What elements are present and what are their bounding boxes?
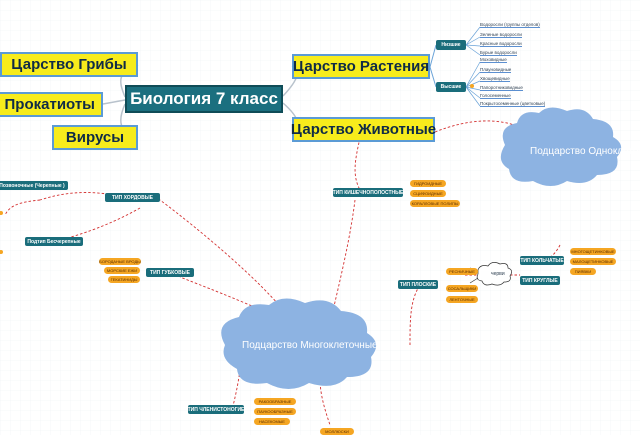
sponge-item-0[interactable]: БОРОДАНЫЕ ВРОДЫ — [99, 258, 141, 265]
lower-item-3[interactable]: Бурые водоросли — [480, 50, 517, 56]
arthropod-item-2[interactable]: НАСЕКОМЫЕ — [254, 418, 290, 425]
multicellular-cloud — [221, 298, 377, 389]
flatworm-item-0[interactable]: РЕСНИЧНЫЕ — [446, 268, 478, 275]
type-chordates[interactable]: ТИП ХОРДОВЫЕ — [105, 193, 160, 202]
lower-item-1[interactable]: Зеленые водоросли — [480, 32, 522, 38]
unicellular-label[interactable]: Подцарство Одноклеточн — [530, 146, 640, 157]
lower-item-2[interactable]: Красные водоросли — [480, 41, 522, 47]
mollusk-item[interactable]: МОЛЛЮСКИ — [320, 428, 354, 435]
type-flatworms[interactable]: ТИП ПЛОСКИЕ — [398, 280, 438, 289]
kingdom-fungi-node[interactable]: Царство Грибы — [0, 52, 138, 77]
higher-item-3[interactable]: Папоротниковидные — [480, 85, 523, 91]
coelenterate-item-1[interactable]: СЦИФОИДНЫЕ — [410, 190, 446, 197]
type-annelids[interactable]: ТИП КОЛЬЧАТЫЕ — [520, 256, 564, 265]
type-roundworms[interactable]: ТИП КРУГЛЫЕ — [520, 276, 560, 285]
kingdom-plants-node[interactable]: Царство Растения — [292, 54, 430, 79]
viruses-node[interactable]: Вирусы — [52, 125, 138, 150]
unicellular-cloud — [500, 107, 622, 186]
higher-marker — [470, 84, 474, 88]
coelenterate-item-0[interactable]: ГИДРОИДНЫЕ — [410, 180, 446, 187]
annelid-item-2[interactable]: ПИЯВКИ — [570, 268, 596, 275]
type-arthropods[interactable]: ТИП ЧЛЕНИСТОНОГИЕ — [187, 405, 245, 414]
central-topic[interactable]: Биология 7 класс — [125, 85, 283, 113]
annelid-item-0[interactable]: МНОГОЩЕТИНКОВЫЕ — [570, 248, 616, 255]
sponge-item-2[interactable]: ГЕКАТИНИДЫ — [108, 276, 140, 283]
flatworm-item-2[interactable]: ЛЕНТОЧНЫЕ — [446, 296, 478, 303]
worm-cloud-shape — [476, 262, 512, 286]
flatworm-item-1[interactable]: СОСАЛЬЩИКИ — [446, 285, 478, 292]
connector-prokaryotes — [102, 99, 126, 105]
kingdom-prokaryotes-node[interactable]: во Прокатиоты — [0, 92, 103, 117]
higher-item-1[interactable]: Плауновидные — [480, 67, 512, 73]
annelid-item-1[interactable]: МАЛОЩЕТИНКОВЫЕ — [570, 258, 616, 265]
subtype-acrania[interactable]: Подтип Бесчерепные — [25, 237, 83, 246]
kingdom-animals-node[interactable]: Царство Животные — [291, 117, 436, 142]
worm-label: черви — [491, 271, 505, 277]
left-marker-2 — [0, 250, 3, 254]
type-sponges[interactable]: ТИП ГУБКОВЫЕ — [146, 268, 194, 277]
arthropod-item-0[interactable]: РАКООБРАЗНЫЕ — [254, 398, 296, 405]
higher-item-4[interactable]: Голосеменные — [480, 93, 511, 99]
multicellular-label[interactable]: Подцарство Многоклеточные — [242, 340, 378, 351]
higher-item-2[interactable]: Хвощевидные — [480, 76, 510, 82]
type-coelenterates[interactable]: ТИП КИШЕЧНОПОЛОСТНЫЕ — [332, 188, 404, 197]
vertebrates-node[interactable]: Позвоночные (Черепные ) — [0, 181, 68, 190]
sponge-item-1[interactable]: МОРСКИЕ ЕЖИ — [104, 267, 140, 274]
left-marker-1 — [0, 211, 3, 215]
higher-item-5[interactable]: Покрытосеменные (цветковые) — [480, 101, 546, 107]
coelenterate-item-2[interactable]: КОРАЛЛОВЫЕ ПОЛИПЫ — [410, 200, 460, 207]
higher-item-0[interactable]: Моховидные — [480, 57, 507, 63]
plants-lower-node[interactable]: Низшие — [436, 40, 466, 50]
arthropod-item-1[interactable]: ПАУКООБРАЗНЫЕ — [254, 408, 296, 415]
plants-higher-node[interactable]: Высшие — [436, 82, 466, 92]
lower-item-0[interactable]: Водоросли (группы отделов) — [480, 22, 540, 28]
